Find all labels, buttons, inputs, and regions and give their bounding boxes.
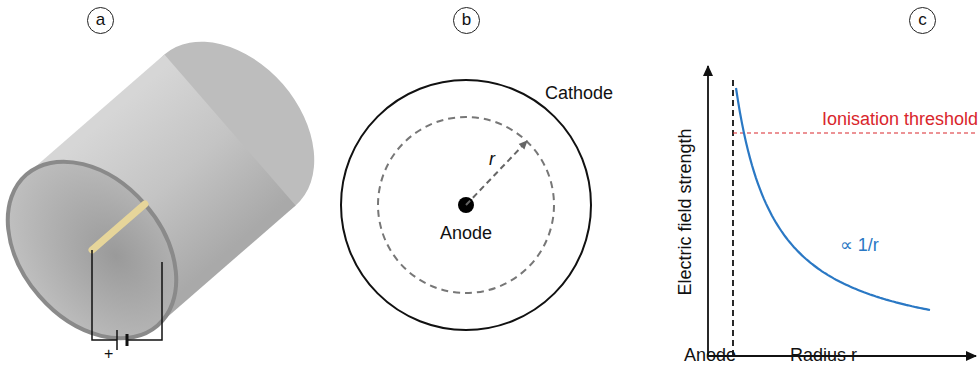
- panel-letter: a: [87, 7, 114, 34]
- anode-wire: [92, 204, 145, 250]
- y-axis-label: Electric field strength: [676, 128, 696, 295]
- panel-letter-text: c: [918, 11, 927, 30]
- curve-label: ∝ 1/r: [840, 236, 879, 256]
- panel-letter-text: a: [96, 11, 105, 30]
- battery-polarity: +: [104, 345, 113, 363]
- threshold-label: Ionisation threshold: [822, 110, 978, 130]
- cathode-label: Cathode: [545, 84, 613, 104]
- cylinder-tube: [0, 9, 348, 369]
- anode-label: Anode: [440, 224, 492, 244]
- radius-circle: [378, 117, 554, 293]
- radius-arrow: [466, 141, 527, 205]
- threshold-line: [733, 132, 976, 133]
- circuit-wires: [92, 250, 162, 350]
- panel-letter-text: b: [462, 11, 471, 30]
- panel-letter: c: [909, 7, 936, 34]
- radius-label: r: [489, 150, 495, 170]
- cathode-circle: Cathode: [339, 70, 669, 334]
- panel-letter: b: [453, 7, 480, 34]
- x-axis-anode: Anode: [684, 346, 736, 366]
- x-axis-label: Radius r: [790, 346, 857, 366]
- cathode-outline: [339, 70, 669, 334]
